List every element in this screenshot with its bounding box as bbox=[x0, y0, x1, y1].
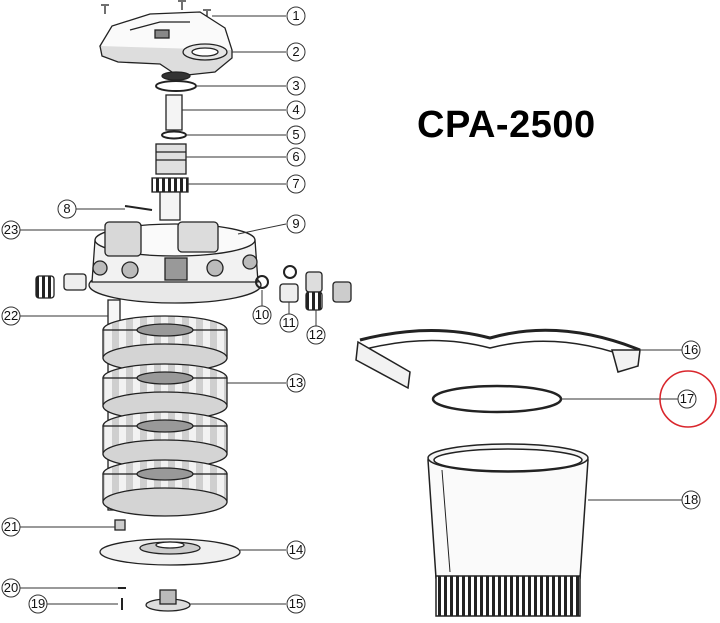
callout-marker bbox=[286, 100, 306, 120]
o-ring-seal-part bbox=[431, 384, 563, 414]
part-label: 23 bbox=[4, 222, 18, 237]
callout-marker bbox=[286, 76, 306, 96]
highlight-circle bbox=[659, 370, 717, 428]
callout-marker bbox=[1, 306, 21, 326]
part-label: 14 bbox=[289, 542, 303, 557]
base-plate-part bbox=[99, 538, 241, 566]
part-label: 4 bbox=[292, 102, 299, 117]
impeller-base-part bbox=[145, 589, 191, 612]
callout-marker bbox=[1, 578, 21, 598]
callout-marker bbox=[306, 325, 326, 345]
part-label: 18 bbox=[684, 492, 698, 507]
part-label: 16 bbox=[684, 342, 698, 357]
cap-part bbox=[114, 519, 126, 531]
callout-marker bbox=[1, 220, 21, 240]
part-label: 20 bbox=[4, 580, 18, 595]
part-label: 1 bbox=[292, 8, 299, 23]
part-label: 10 bbox=[255, 307, 269, 322]
part-label: 15 bbox=[289, 596, 303, 611]
clip-part bbox=[124, 205, 153, 211]
callout-marker bbox=[286, 594, 306, 614]
callout-marker bbox=[677, 389, 697, 409]
o-ring-part bbox=[155, 80, 197, 92]
part-label: 13 bbox=[289, 375, 303, 390]
top-cover-part bbox=[99, 11, 233, 77]
nut-part bbox=[161, 71, 191, 81]
callout-marker bbox=[286, 147, 306, 167]
callout-marker bbox=[57, 199, 77, 219]
canister-part bbox=[427, 443, 589, 617]
callout-marker bbox=[252, 305, 272, 325]
callout-marker bbox=[681, 490, 701, 510]
bushing-part bbox=[155, 143, 187, 175]
part-label: 22 bbox=[4, 308, 18, 323]
part-label: 17 bbox=[680, 391, 694, 406]
model-title: CPA-2500 bbox=[417, 104, 596, 146]
callout-marker bbox=[286, 540, 306, 560]
part-label: 2 bbox=[292, 44, 299, 59]
callout-marker bbox=[286, 214, 306, 234]
part-label: 7 bbox=[292, 176, 299, 191]
callout-marker bbox=[1, 517, 21, 537]
part-label: 5 bbox=[292, 127, 299, 142]
hose-fitting-part bbox=[35, 265, 352, 311]
part-label: 6 bbox=[292, 149, 299, 164]
washer-part bbox=[161, 130, 187, 140]
callout-marker bbox=[279, 313, 299, 333]
screw-icon bbox=[101, 0, 211, 19]
shaft-part bbox=[165, 94, 183, 131]
part-label: 8 bbox=[63, 201, 70, 216]
part-label: 12 bbox=[309, 327, 323, 342]
callout-marker bbox=[286, 373, 306, 393]
callout-marker bbox=[286, 6, 306, 26]
part-label: 19 bbox=[31, 596, 45, 611]
callout-marker bbox=[286, 42, 306, 62]
part-label: 21 bbox=[4, 519, 18, 534]
part-label: 9 bbox=[292, 216, 299, 231]
valve-body-part bbox=[88, 221, 262, 304]
callout-marker bbox=[286, 174, 306, 194]
callout-marker bbox=[681, 340, 701, 360]
collar-part bbox=[151, 177, 189, 193]
callout-marker bbox=[286, 125, 306, 145]
filter-ring-stack-part bbox=[102, 299, 228, 517]
callout-marker bbox=[28, 594, 48, 614]
clamp-ring-part bbox=[355, 328, 641, 390]
part-label: 3 bbox=[292, 78, 299, 93]
part-label: 11 bbox=[282, 315, 296, 330]
